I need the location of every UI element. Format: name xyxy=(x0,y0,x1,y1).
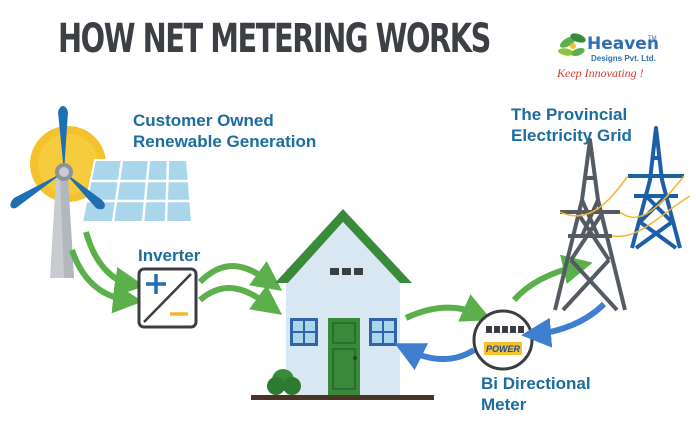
customer-generation-label-line2: Renewable Generation xyxy=(133,132,317,151)
meter-label-line1: Bi Directional xyxy=(481,374,591,393)
arrow-meter-to-house xyxy=(394,343,476,371)
transmission-tower-icon xyxy=(553,126,691,312)
arrow-inverter-to-house-lower xyxy=(198,285,283,315)
house-icon xyxy=(275,209,412,396)
logo-name: Heaven xyxy=(587,34,659,54)
meter-brand-text: POWER xyxy=(486,344,521,354)
logo-tagline: Keep Innovating ! xyxy=(557,66,644,80)
inverter-icon xyxy=(137,267,198,329)
arrow-inverter-to-house-upper xyxy=(197,261,283,291)
customer-generation-label-line1: Customer Owned xyxy=(133,111,274,130)
arrow-turbine-to-inverter xyxy=(69,249,143,314)
grid-label-line1: The Provincial xyxy=(511,105,628,124)
bidirectional-meter-icon: POWER xyxy=(472,309,534,371)
arrow-meter-to-grid xyxy=(511,254,593,303)
solar-panel-icon xyxy=(80,159,194,223)
arrow-panel-to-inverter xyxy=(83,231,145,297)
arrow-grid-to-meter xyxy=(521,301,607,348)
inverter-label: Inverter xyxy=(138,246,201,265)
logo-subtitle: Designs Pvt. Ltd. xyxy=(591,54,656,63)
page-title: HOW NET METERING WORKS xyxy=(58,16,491,62)
arrow-house-to-meter xyxy=(404,294,492,322)
grid-label-line2: Electricity Grid xyxy=(511,126,632,145)
ground-line xyxy=(251,395,434,400)
heaven-logo-icon xyxy=(558,33,586,57)
bush-icon xyxy=(267,369,301,395)
meter-label-line2: Meter xyxy=(481,395,527,414)
logo-trademark: TM xyxy=(648,36,657,42)
